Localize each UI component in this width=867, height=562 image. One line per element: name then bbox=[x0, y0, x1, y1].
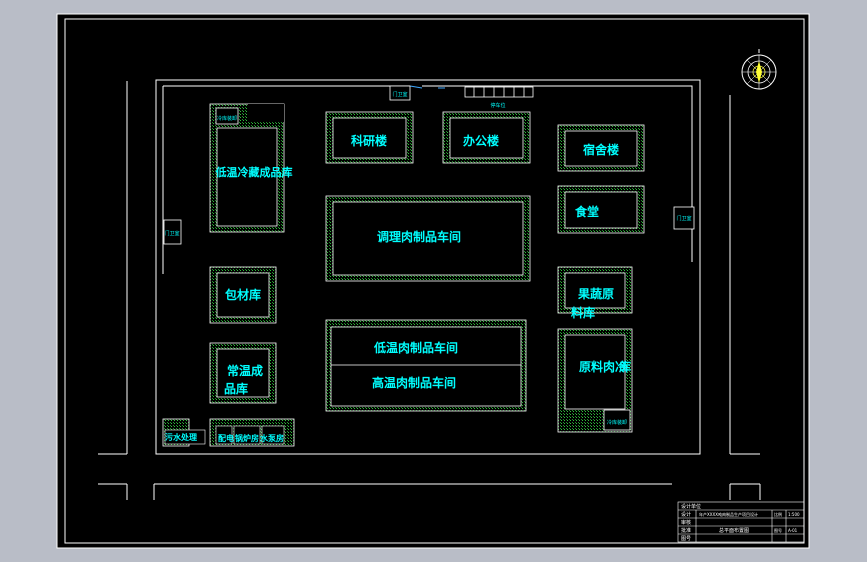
title-block-row-1: 设计 bbox=[681, 511, 691, 518]
title-block-sheet-label: 图号 bbox=[774, 527, 782, 533]
title-block bbox=[677, 501, 805, 543]
vegetable-store-label-1: 果蔬原 bbox=[577, 286, 614, 301]
building-office bbox=[442, 111, 531, 164]
building-research bbox=[325, 111, 414, 164]
inner-frame bbox=[64, 18, 805, 544]
title-block-project: 年产XXXX吨肉制品生产项目设计 bbox=[699, 511, 758, 517]
title-block-sheet-value: A-01 bbox=[788, 528, 798, 533]
title-block-drawing-sub: 图号 bbox=[681, 536, 691, 542]
building-canteen bbox=[557, 185, 645, 234]
raw-meat-cold-store-label-1: 原料肉冷 bbox=[579, 359, 627, 374]
title-block-scale-value: 1:500 bbox=[788, 512, 800, 517]
gate-house-top-label: 门卫室 bbox=[392, 91, 407, 98]
title-block-row-3: 批准 bbox=[681, 527, 691, 534]
loading-top-label: 冷库装卸 bbox=[217, 115, 237, 122]
room-temp-store-label-2: 品库 bbox=[224, 381, 248, 396]
building-cold-storage bbox=[209, 103, 285, 233]
site-wall bbox=[162, 85, 693, 274]
packaging-store-label: 包材库 bbox=[224, 287, 261, 302]
building-processing-workshop bbox=[325, 195, 531, 282]
research-label: 科研楼 bbox=[351, 133, 387, 148]
building-vegetable-store bbox=[557, 266, 633, 314]
office-label: 办公楼 bbox=[463, 133, 499, 148]
title-block-drawing: 总平面布置图 bbox=[719, 527, 749, 534]
building-dorm bbox=[557, 124, 645, 172]
parking-stalls bbox=[464, 86, 534, 98]
gate-house-top bbox=[389, 85, 411, 101]
raw-meat-cold-store-label-2: 库 bbox=[619, 359, 631, 374]
building-raw-meat-cold-store bbox=[557, 328, 633, 433]
title-block-scale-label: 比例 bbox=[774, 511, 782, 517]
building-room-temp-store bbox=[209, 342, 277, 404]
building-sewage bbox=[162, 418, 206, 447]
canteen-label: 食堂 bbox=[574, 204, 599, 219]
title-block-header: 设计单位 bbox=[681, 503, 701, 510]
processing-workshop-label: 调理肉制品车间 bbox=[377, 229, 461, 244]
low-temp-workshop-label: 低温肉制品车间 bbox=[373, 340, 458, 355]
gate-house-left-label: 门卫室 bbox=[164, 230, 179, 237]
site-boundary bbox=[155, 79, 701, 455]
building-utilities bbox=[209, 418, 295, 447]
north-compass-icon bbox=[741, 49, 777, 90]
vegetable-store-label-2: 料库 bbox=[571, 305, 595, 320]
room-temp-store-label-1: 常温成 bbox=[227, 363, 263, 378]
dorm-label: 宿舍楼 bbox=[583, 142, 619, 157]
sewage-label: 污水处理 bbox=[165, 432, 197, 442]
building-packaging-store bbox=[209, 266, 277, 324]
loading-bottom-label: 冷库装卸 bbox=[607, 419, 627, 426]
gate-house-right bbox=[673, 206, 695, 230]
parking-label: 停车位 bbox=[490, 102, 505, 109]
title-block-row-2: 审核 bbox=[681, 519, 691, 526]
building-meat-workshops bbox=[325, 319, 527, 412]
cold-storage-label: 低温冷藏成品库 bbox=[215, 165, 293, 179]
gate-house-right-label: 门卫室 bbox=[676, 215, 691, 222]
high-temp-workshop-label: 高温肉制品车间 bbox=[372, 375, 456, 390]
gate-house-left bbox=[163, 219, 182, 245]
water-pump-label: 水泵房 bbox=[259, 433, 284, 443]
boiler-label: 锅炉房 bbox=[234, 433, 259, 443]
power-label: 配电 bbox=[218, 433, 234, 443]
